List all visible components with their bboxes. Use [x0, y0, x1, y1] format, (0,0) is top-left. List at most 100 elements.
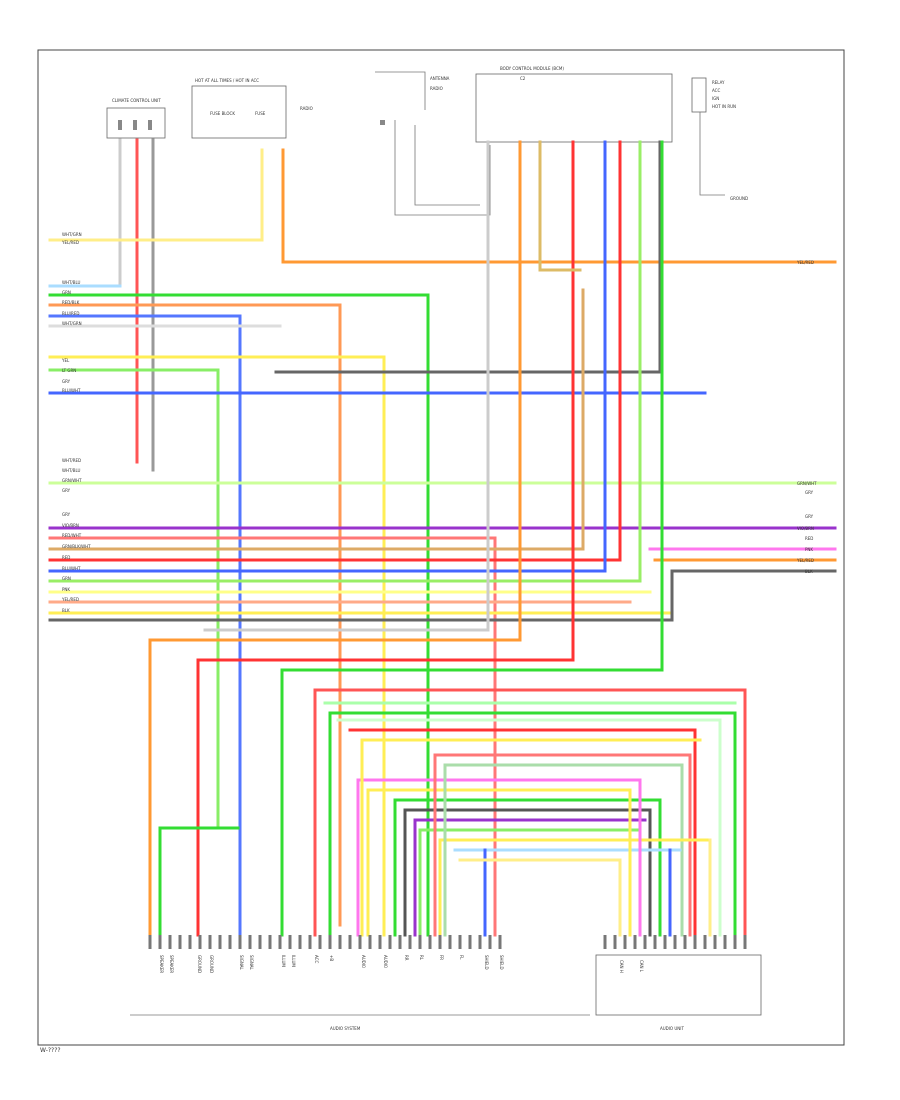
connector-pin [733, 935, 737, 949]
connector-pin [603, 935, 607, 949]
svg-text:RED: RED [62, 555, 70, 560]
svg-text:WHT/BLU: WHT/BLU [62, 280, 81, 285]
connector-pin [348, 935, 352, 949]
relay-box: RELAY ACC IGN HOT IN RUN GROUND [691, 77, 748, 201]
svg-text:CAN L: CAN L [639, 960, 644, 973]
svg-text:BLK: BLK [62, 608, 70, 613]
connector-pin [268, 935, 272, 949]
connector-pin [633, 935, 637, 949]
svg-text:GRN: GRN [62, 290, 71, 295]
svg-text:ACC: ACC [314, 955, 319, 963]
svg-text:GRN: GRN [62, 576, 71, 581]
connector-pin [308, 935, 312, 949]
svg-text:GROUND: GROUND [209, 955, 214, 973]
svg-text:AUDIO SYSTEM: AUDIO SYSTEM [330, 1026, 361, 1031]
svg-text:WHT/RED: WHT/RED [62, 458, 81, 463]
connector-pin [498, 935, 502, 949]
connector-pin [188, 935, 192, 949]
svg-text:SIGNAL: SIGNAL [239, 955, 244, 971]
svg-text:BLU/RED: BLU/RED [62, 311, 79, 316]
bottom-pins [148, 935, 747, 949]
svg-text:WHT/BLU: WHT/BLU [62, 468, 81, 473]
connector-pin [703, 935, 707, 949]
connector-pin [168, 935, 172, 949]
connector-pin [318, 935, 322, 949]
svg-text:PNK: PNK [62, 587, 70, 592]
svg-text:AUDIO: AUDIO [383, 955, 388, 968]
connector-pin [448, 935, 452, 949]
svg-text:SIGNAL: SIGNAL [249, 955, 254, 971]
svg-text:ACC: ACC [712, 88, 720, 93]
connector-pin [198, 935, 202, 949]
audio-system-connector: AUDIO SYSTEM [130, 1014, 590, 1031]
connector-pin [623, 935, 627, 949]
body-control-module: BODY CONTROL MODULE (BCM) C2 [475, 66, 673, 143]
connector-pin [238, 935, 242, 949]
wire-bus [48, 138, 837, 937]
connector-pin [248, 935, 252, 949]
connector-pin [663, 935, 667, 949]
connector-pin [148, 935, 152, 949]
bottom-pin-labels: SPEAKER SPEAKER GROUND GROUND SIGNAL SIG… [159, 955, 644, 973]
connector-pin [428, 935, 432, 949]
svg-text:RED/WHT: RED/WHT [62, 533, 82, 538]
connector-pin [723, 935, 727, 949]
connector-pin [328, 935, 332, 949]
svg-text:FL: FL [459, 955, 464, 960]
svg-text:GRY: GRY [805, 490, 814, 495]
antenna-block: ANTENNA RADIO [375, 71, 491, 216]
svg-text:FR: FR [439, 955, 444, 960]
connector-pin [438, 935, 442, 949]
climate-control-unit: CLIMATE CONTROL UNIT [106, 98, 166, 139]
right-wire-labels: YEL/RED GRN/WHT GRY GRY VIO/BRN RED PNK … [796, 260, 817, 574]
audio-unit-connector: AUDIO UNIT [595, 954, 762, 1031]
svg-text:WHT/GRN: WHT/GRN [62, 232, 82, 237]
svg-text:SHIELD: SHIELD [499, 955, 504, 970]
svg-text:FUSE: FUSE [255, 111, 266, 116]
svg-text:GRN/WHT: GRN/WHT [62, 478, 82, 483]
svg-text:C2: C2 [520, 76, 526, 81]
svg-text:RED: RED [805, 536, 813, 541]
svg-text:GRY: GRY [62, 488, 71, 493]
frame-label: W-???? [40, 1047, 61, 1054]
connector-pin [458, 935, 462, 949]
svg-text:ILLUM: ILLUM [291, 955, 296, 967]
svg-text:SHIELD: SHIELD [484, 955, 489, 970]
diagram-frame [37, 49, 845, 1046]
svg-text:GRN/WHT: GRN/WHT [797, 481, 817, 486]
svg-text:RED/BLK: RED/BLK [62, 300, 80, 305]
svg-text:WHT/GRN: WHT/GRN [62, 321, 82, 326]
connector-pin [408, 935, 412, 949]
svg-text:FUSE BLOCK: FUSE BLOCK [210, 111, 235, 116]
svg-text:YEL: YEL [61, 358, 70, 363]
connector-pin [278, 935, 282, 949]
connector-pin [258, 935, 262, 949]
connector-pin [398, 935, 402, 949]
connector-pin [378, 935, 382, 949]
connector-pin [338, 935, 342, 949]
svg-text:BLK: BLK [805, 569, 813, 574]
connector-pin [653, 935, 657, 949]
svg-text:RADIO: RADIO [300, 106, 313, 111]
svg-text:CAN H: CAN H [619, 960, 624, 973]
connector-pin [218, 935, 222, 949]
connector-pin [418, 935, 422, 949]
connector-pin [288, 935, 292, 949]
svg-text:RR: RR [404, 955, 409, 961]
svg-text:GRY: GRY [805, 514, 814, 519]
svg-text:GROUND: GROUND [197, 955, 202, 973]
connector-pin [358, 935, 362, 949]
connector-pin [743, 935, 747, 949]
connector-pin [478, 935, 482, 949]
svg-text:PNK: PNK [805, 547, 813, 552]
svg-text:GRY: GRY [62, 379, 71, 384]
connector-pin [693, 935, 697, 949]
svg-text:BLU/WHT: BLU/WHT [62, 566, 81, 571]
svg-text:IGN: IGN [712, 96, 719, 101]
svg-text:SPEAKER: SPEAKER [169, 955, 174, 973]
connector-pin [643, 935, 647, 949]
svg-text:YEL/RED: YEL/RED [796, 558, 814, 563]
svg-text:ANTENNA: ANTENNA [430, 76, 450, 81]
svg-text:ILLUM: ILLUM [281, 955, 286, 967]
